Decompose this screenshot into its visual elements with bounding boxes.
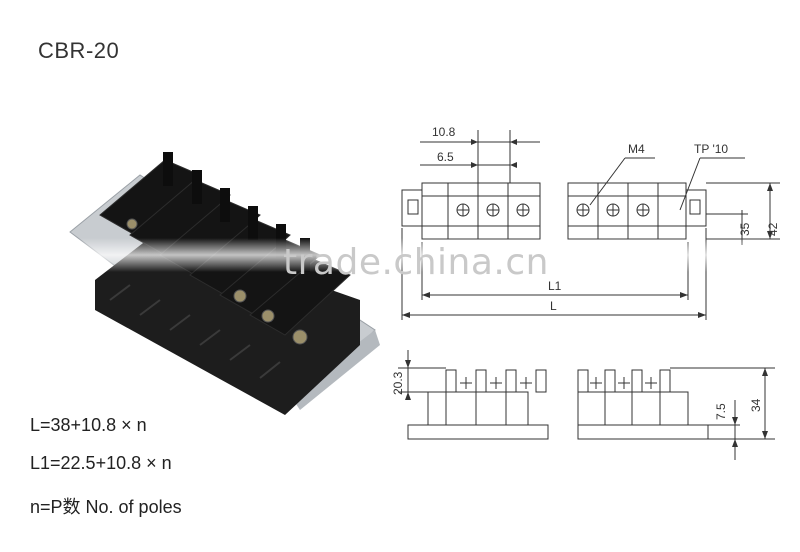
dim-height-35-label: 35	[738, 222, 752, 236]
formula-poles: n=P数 No. of poles	[30, 497, 182, 517]
dim-l1-label: L1	[548, 279, 562, 293]
top-view-drawing	[401, 130, 780, 320]
dim-height-20-3-label: 20.3	[391, 371, 405, 395]
dim-screw-label: M4	[628, 142, 645, 156]
dim-height-42-label: 42	[766, 222, 780, 236]
side-dimension-arrows	[405, 360, 768, 447]
terminal-screws	[126, 218, 308, 345]
dim-height-34-label: 34	[749, 398, 763, 412]
dim-pitch-label: 10.8	[432, 125, 456, 139]
page-title: CBR-20	[38, 38, 120, 63]
formula-l1: L1=22.5+10.8 × n	[30, 453, 172, 473]
top-view-screws	[456, 203, 650, 217]
dim-gap-label: 6.5	[437, 150, 454, 164]
dim-tp-label: TP '10	[694, 142, 728, 156]
base-slots	[109, 284, 281, 379]
side-view-drawing	[398, 350, 775, 460]
dim-l-label: L	[550, 299, 557, 313]
watermark: trade.china.cn	[283, 242, 549, 283]
watermark-band	[60, 238, 760, 272]
product-photo	[69, 152, 380, 415]
din-rail-end	[290, 330, 380, 410]
dimension-arrows	[402, 139, 773, 318]
dim-height-7-5-label: 7.5	[714, 403, 728, 420]
block-base	[95, 230, 360, 415]
formula-l: L=38+10.8 × n	[30, 415, 147, 435]
